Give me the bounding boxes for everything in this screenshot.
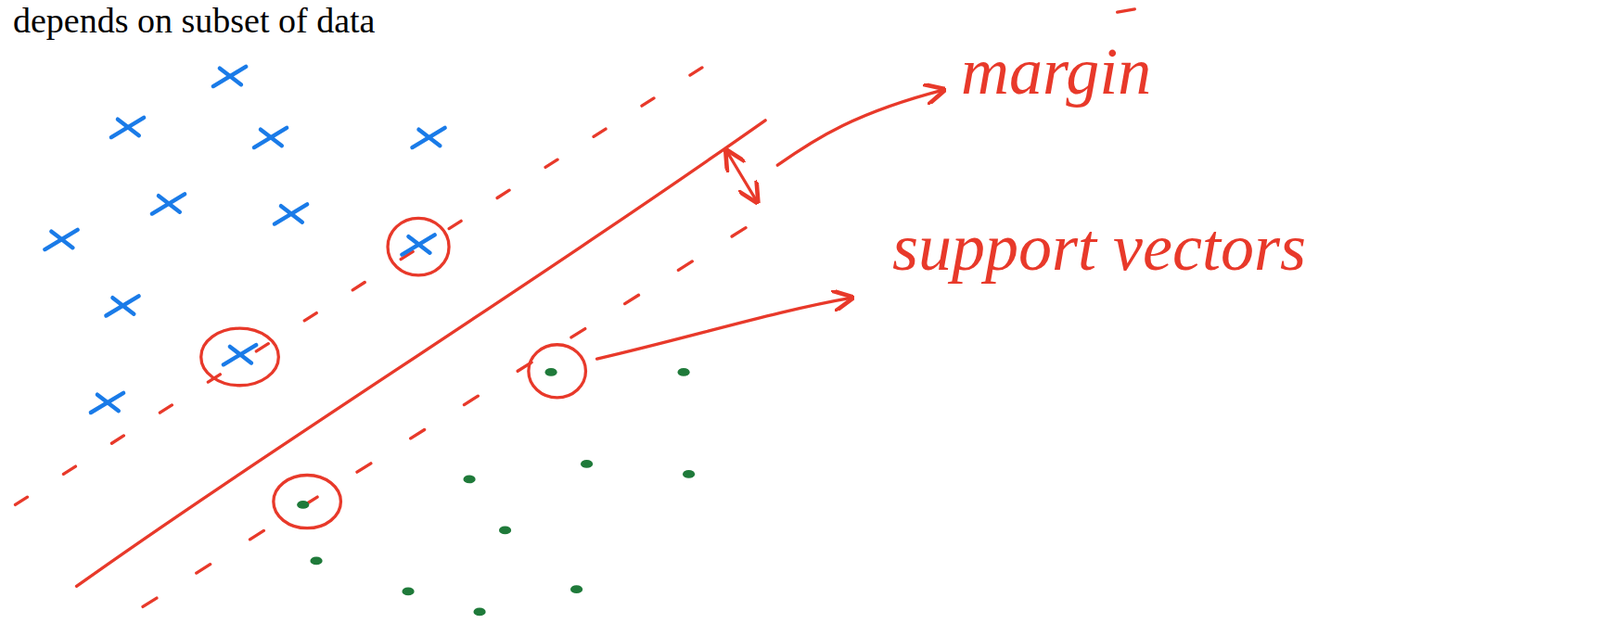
dot-point [309,557,322,566]
leader-line [597,297,853,359]
x-point [105,295,139,316]
dot-point [677,368,690,377]
support-circle [201,328,280,386]
x-point [90,393,124,413]
support-circle [273,475,342,529]
margin-line [15,65,705,505]
margin-line [142,208,776,607]
x-point [152,193,185,214]
dot-point [580,460,593,469]
x-point [111,117,144,138]
class-dot-points [296,368,695,616]
support-circle [528,345,587,398]
dot-point [544,368,557,377]
margin-arrow [726,151,757,203]
leader-line [777,89,944,166]
dot-point [570,585,583,594]
heading-text: depends on subset of data [12,1,375,41]
annotation-label: margin [960,35,1152,109]
dot-point [499,526,512,536]
x-point [223,345,256,365]
annotation-label: support vectors [892,211,1306,285]
dot-point [473,608,486,617]
dot-point [682,470,695,479]
dot-point [296,500,309,510]
dot-point [462,475,475,485]
support-circle [387,217,449,276]
x-point [274,204,308,224]
x-point [411,128,445,148]
x-point [44,230,77,250]
dot-point [401,588,414,597]
decision-boundary [76,120,767,588]
x-point [213,66,246,87]
stray-mark [1117,9,1136,13]
class-x-points [44,66,445,413]
x-point [401,234,435,255]
x-point [254,128,287,148]
